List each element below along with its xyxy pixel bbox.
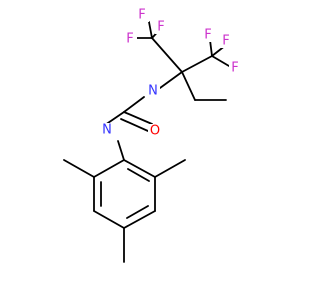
bond — [104, 111, 125, 126]
bond — [123, 210, 156, 229]
molecule-canvas: F F F F F F N N O — [63, 7, 242, 263]
atom-label-fluorine: F — [231, 61, 238, 76]
bond — [211, 55, 230, 67]
atom-label-layer: F F F F F F N N O — [100, 8, 242, 139]
bond-layer — [63, 21, 230, 263]
bond — [181, 55, 213, 73]
bond — [117, 140, 125, 161]
bond — [93, 210, 125, 229]
atom-label-fluorine: F — [138, 8, 145, 23]
atom-label-oxygen: O — [150, 124, 160, 139]
atom-label-fluorine: F — [126, 32, 133, 47]
atom-label-nitrogen: N — [148, 84, 158, 99]
bond — [63, 159, 95, 178]
molecule-structure: F F F F F F N N O — [63, 7, 242, 263]
bond — [148, 21, 153, 39]
atom-label-nitrogen: N — [102, 123, 112, 138]
bond — [126, 205, 149, 219]
bond — [123, 96, 145, 113]
bond — [123, 111, 153, 125]
bond — [159, 71, 183, 89]
atom-label-fluorine: F — [157, 20, 164, 35]
bond — [151, 37, 183, 73]
bond — [181, 71, 196, 101]
bond — [123, 159, 156, 178]
bond — [127, 168, 150, 182]
atom-label-fluorine: F — [204, 28, 211, 43]
bond — [120, 118, 149, 132]
atom-label-fluorine: F — [222, 34, 229, 49]
bond — [93, 159, 125, 178]
bond — [209, 39, 213, 57]
bond — [154, 159, 186, 178]
